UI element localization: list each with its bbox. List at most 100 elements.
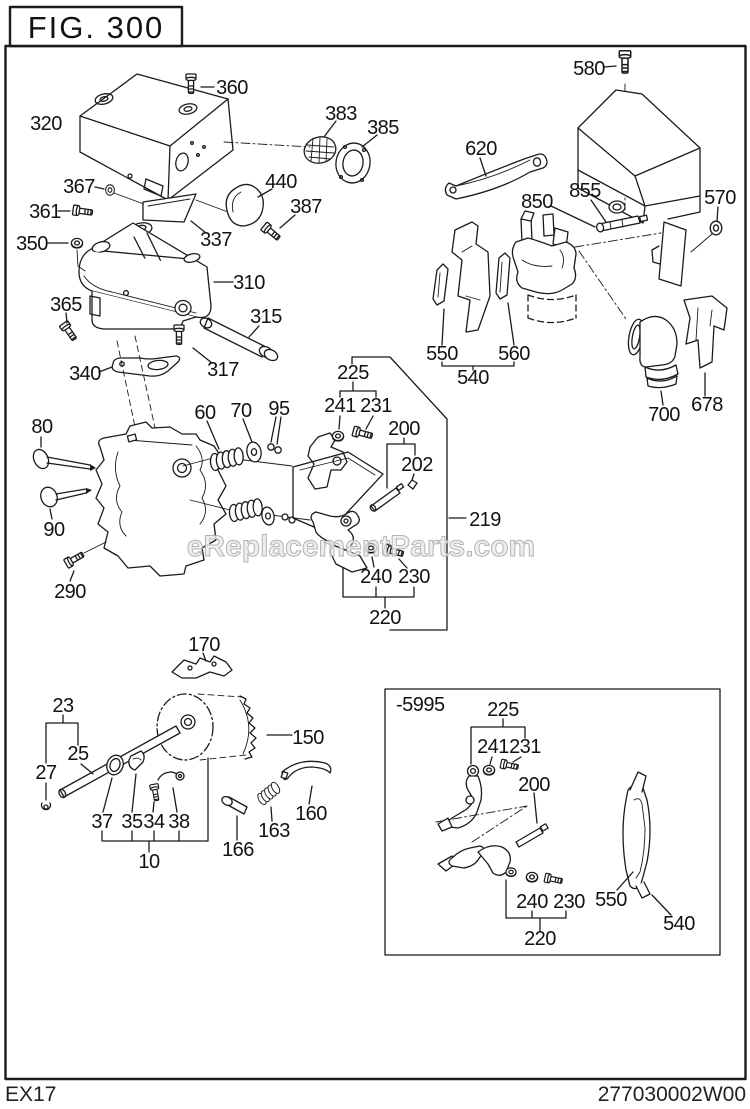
part-label-855: 855 <box>569 180 601 202</box>
part-label-700: 700 <box>648 404 680 426</box>
part-label-200: 200 <box>388 418 420 440</box>
part-label-560: 560 <box>498 343 530 365</box>
inset-lower-arm <box>437 845 564 887</box>
part-label-240: 240 <box>360 566 392 588</box>
part-label-570: 570 <box>704 187 736 209</box>
part-label-350: 350 <box>16 233 48 255</box>
part-label-170: 170 <box>188 634 220 656</box>
valve-cover-drawing <box>79 73 234 201</box>
pipe-315 <box>199 317 279 362</box>
inset-label-230: 230 <box>553 891 585 913</box>
inset-labels: -5995 225 241 231 200 240 230 220 550 54… <box>396 694 696 950</box>
bolt-361 <box>57 204 94 219</box>
inset-label-550: 550 <box>595 889 627 911</box>
bolt-317 <box>173 324 213 364</box>
inset-label-225: 225 <box>487 699 519 721</box>
part-label-150: 150 <box>292 727 324 749</box>
gasket-337 <box>142 193 229 234</box>
governor-rod-200 <box>369 482 405 512</box>
inset-header-label: -5995 <box>396 694 445 716</box>
circlip-27 <box>40 802 52 811</box>
bolt-290 <box>62 541 107 582</box>
carburetor-drawing <box>511 210 577 324</box>
part-label-290: 290 <box>54 581 86 603</box>
part-label-367: 367 <box>63 176 95 198</box>
inset-label-220: 220 <box>524 928 556 950</box>
bracket-lines-540 <box>441 361 515 371</box>
part-label-27: 27 <box>35 762 57 784</box>
part-label-202: 202 <box>401 454 433 476</box>
rocker-plate-170 <box>171 652 233 679</box>
grommet-367 <box>94 184 150 207</box>
inset-label-540: 540 <box>663 913 695 935</box>
elbow-pipe-700 <box>627 315 679 406</box>
inset-label-240: 240 <box>516 891 548 913</box>
part-label-360: 360 <box>216 77 248 99</box>
inset-bracket-lines <box>470 718 672 932</box>
spring-163 <box>254 780 284 822</box>
part-label-25: 25 <box>67 743 89 765</box>
valve-springs-retainers <box>206 416 296 526</box>
band-160 <box>280 760 332 805</box>
inset-shoe-550-540 <box>622 771 651 899</box>
part-label-231: 231 <box>360 395 392 417</box>
intake-bracket <box>451 221 491 333</box>
part-label-10: 10 <box>138 851 160 873</box>
part-label-315: 315 <box>250 306 282 328</box>
tappet-35 <box>128 750 145 813</box>
figure-title: FIG. 300 <box>28 10 165 45</box>
washer-570 <box>690 206 723 253</box>
inset-upper-arm <box>437 758 520 832</box>
valve-80 <box>32 436 96 471</box>
part-label-317: 317 <box>207 359 239 381</box>
heat-shield-678 <box>683 295 728 397</box>
cover-bolt-360 <box>185 73 215 95</box>
inset-label-200: 200 <box>518 774 550 796</box>
part-label-60: 60 <box>194 402 216 424</box>
part-label-37: 37 <box>91 811 113 833</box>
diagram-border <box>4 44 747 1081</box>
part-label-540: 540 <box>457 367 489 389</box>
part-labels: 320 360 367 361 350 365 340 337 310 315 … <box>16 58 737 873</box>
part-label-383: 383 <box>325 103 357 125</box>
clip-202 <box>407 479 418 490</box>
part-label-385: 385 <box>367 117 399 139</box>
bracket-620 <box>444 153 548 200</box>
ring-gasket-385 <box>335 134 378 184</box>
part-label-678: 678 <box>691 394 723 416</box>
bolt-387 <box>260 214 296 243</box>
inset-dashes <box>435 805 528 843</box>
bracket-lines-cam-group <box>45 714 209 853</box>
watermark-text: eReplacementParts.com <box>187 530 536 563</box>
part-label-70: 70 <box>230 400 252 422</box>
part-label-80: 80 <box>31 416 53 438</box>
part-label-241: 241 <box>324 395 356 417</box>
part-label-90: 90 <box>43 519 65 541</box>
part-label-340: 340 <box>69 363 101 385</box>
breather-cover-440 <box>225 183 273 227</box>
part-label-850: 850 <box>521 191 553 213</box>
part-label-219: 219 <box>469 509 501 531</box>
part-label-23: 23 <box>52 695 74 717</box>
inset-label-231: 231 <box>509 736 541 758</box>
assembly-dashes-right <box>574 232 662 320</box>
base-plate <box>292 451 384 534</box>
muffler-cover-drawing <box>577 89 701 224</box>
inset-box <box>384 688 721 956</box>
pipe-855 <box>550 199 649 233</box>
part-label-337: 337 <box>200 229 232 251</box>
bolt-34 <box>149 783 162 813</box>
part-label-163: 163 <box>258 820 290 842</box>
gasket-550-main <box>432 263 449 346</box>
bolt-166 <box>221 795 248 841</box>
part-label-320: 320 <box>30 113 62 135</box>
part-label-34: 34 <box>143 811 165 833</box>
part-label-365: 365 <box>50 294 82 316</box>
part-label-38: 38 <box>168 811 190 833</box>
bracket-lines-225-200-219-220 <box>338 356 467 631</box>
cam-gear-150 <box>156 693 293 761</box>
footer-document-code: 277030002W00 <box>598 1083 746 1106</box>
part-label-35: 35 <box>121 811 143 833</box>
part-label-387: 387 <box>290 196 322 218</box>
